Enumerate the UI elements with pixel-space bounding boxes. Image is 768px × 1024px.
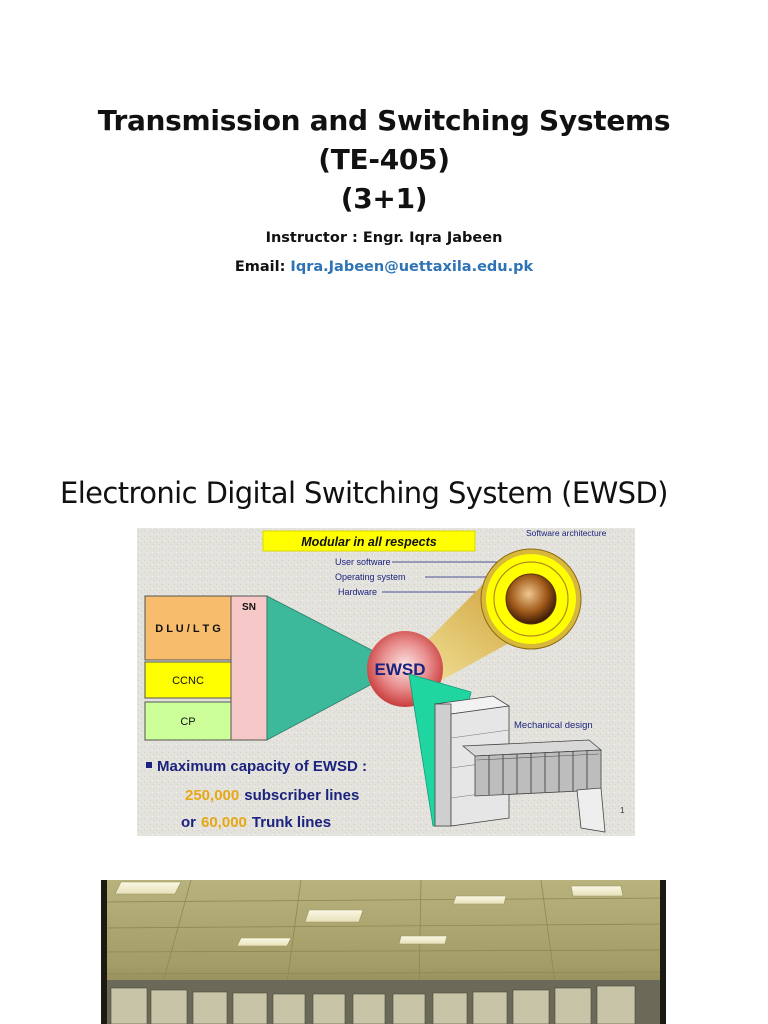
- software-architecture-label: Software architecture: [526, 528, 607, 538]
- email-link[interactable]: Iqra.Jabeen@uettaxila.edu.pk: [290, 259, 534, 275]
- ceiling-grid: [101, 880, 666, 991]
- cp-block: [144, 701, 232, 741]
- slide-heading: Electronic Digital Switching System (EWS…: [60, 476, 669, 510]
- credit-hours: (3+1): [340, 182, 428, 215]
- dlu-ltg-label: D L U / L T G: [155, 623, 221, 635]
- banner-box: [262, 530, 476, 552]
- trunk-text: Trunk lines: [252, 814, 331, 831]
- photo-left-edge: [101, 880, 107, 1024]
- trunk-line: or 60,000 Trunk lines: [181, 814, 331, 831]
- software-architecture-ring: [480, 548, 582, 650]
- cabinet-shelf: [461, 739, 606, 833]
- ccnc-block: [144, 661, 232, 699]
- operating-system-label: Operating system: [335, 572, 406, 582]
- course-code: (TE-405): [318, 143, 450, 176]
- instructor-line: Instructor : Engr. Iqra Jabeen: [265, 230, 503, 246]
- user-software-label: User software: [335, 557, 391, 567]
- banner-text: Modular in all respects: [301, 535, 437, 549]
- bullet-square: [146, 762, 152, 768]
- ewsd-diagram: Modular in all respects Software archite…: [137, 528, 635, 836]
- switching-room-photo: [101, 880, 666, 1024]
- ceiling-lights: [114, 881, 624, 947]
- trunk-prefix: or: [181, 814, 196, 831]
- email-line: Email: Iqra.Jabeen@uettaxila.edu.pk: [0, 259, 768, 275]
- dlu-ltg-block: [144, 595, 232, 661]
- sn-label: SN: [242, 602, 256, 613]
- trunk-number: 60,000: [201, 814, 247, 831]
- equipment-racks: [110, 985, 636, 1024]
- course-title: Transmission and Switching Systems: [97, 104, 671, 137]
- cp-label: CP: [180, 716, 195, 728]
- figure-page-number: 1: [620, 806, 625, 815]
- title-slide: Transmission and Switching Systems (TE-4…: [0, 0, 768, 440]
- subscriber-line: 250,000 subscriber lines: [185, 787, 359, 804]
- subscriber-text: subscriber lines: [244, 787, 359, 804]
- capacity-title: Maximum capacity of EWSD :: [157, 758, 367, 775]
- mechanical-design-label: Mechanical design: [514, 720, 593, 731]
- ewsd-label: EWSD: [375, 660, 426, 679]
- hardware-label: Hardware: [338, 587, 377, 597]
- ccnc-label: CCNC: [172, 675, 204, 687]
- subscriber-number: 250,000: [185, 787, 239, 804]
- email-label: Email:: [234, 259, 291, 275]
- photo-right-edge: [660, 880, 666, 1024]
- sn-block: [230, 595, 268, 741]
